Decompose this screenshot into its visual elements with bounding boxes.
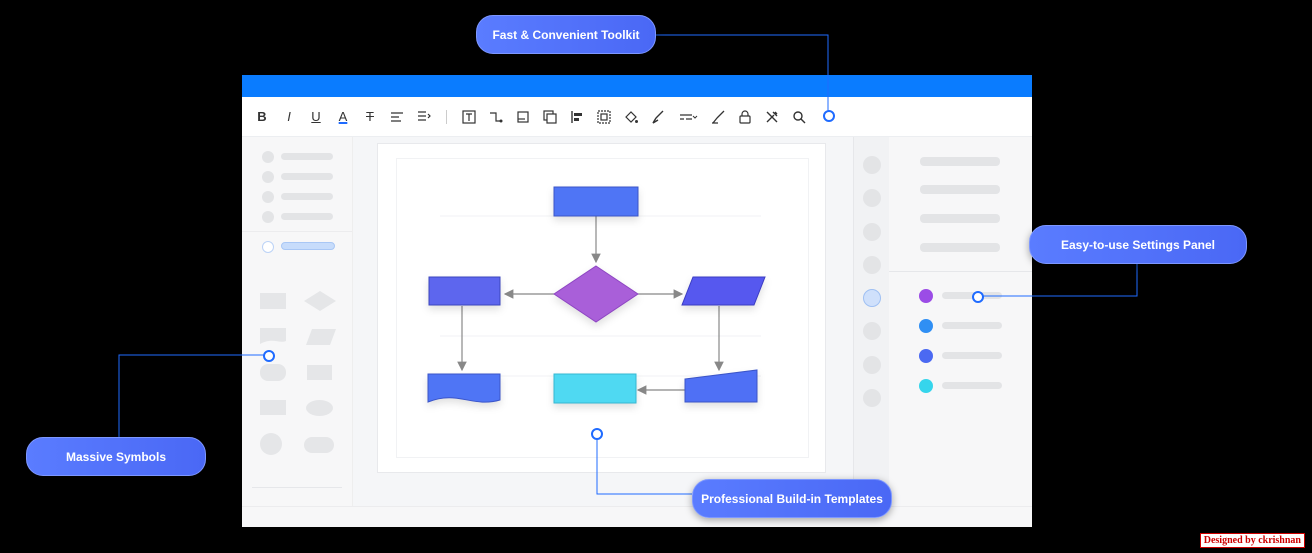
settings-leader-line	[982, 262, 1138, 297]
color-swatch-cyan[interactable]	[919, 379, 933, 393]
align-icon[interactable]	[386, 106, 408, 128]
start-node[interactable]	[553, 186, 639, 217]
settings-tab-icon[interactable]	[863, 356, 881, 374]
box-symbol[interactable]	[260, 400, 286, 415]
flowchart-diagram	[427, 186, 766, 404]
app-window: B I U A T	[242, 75, 1032, 527]
bold-button[interactable]: B	[257, 109, 267, 124]
settings-tab-icon[interactable]	[863, 322, 881, 340]
canvas-page	[396, 158, 809, 458]
text-box-icon[interactable]	[458, 106, 480, 128]
fill-icon[interactable]	[620, 106, 642, 128]
settings-tab-column	[853, 137, 890, 526]
settings-tab-icon[interactable]	[863, 223, 881, 241]
font-color-button[interactable]: A	[338, 109, 348, 124]
ellipse-symbol[interactable]	[306, 400, 333, 416]
sidebar-item-line	[281, 193, 333, 200]
align-left-icon[interactable]	[566, 106, 588, 128]
sidebar-item-selected-line	[281, 242, 335, 250]
lock-icon[interactable]	[734, 106, 756, 128]
toolkit-callout: Fast & Convenient Toolkit	[476, 15, 656, 54]
rounded-rect-symbol[interactable]	[260, 364, 286, 381]
cyan-process-node[interactable]	[553, 373, 637, 404]
toolbar-divider	[446, 109, 447, 124]
settings-tab-icon[interactable]	[863, 156, 881, 174]
setting-row	[920, 214, 1000, 223]
diagram-canvas[interactable]	[377, 143, 826, 473]
sidebar-divider	[242, 231, 352, 232]
io-node-right[interactable]	[681, 276, 766, 306]
tools-icon[interactable]	[761, 106, 783, 128]
underline-button[interactable]: U	[311, 109, 321, 124]
sidebar-item-line	[281, 213, 333, 220]
italic-button[interactable]: I	[287, 109, 291, 124]
settings-tab-icon[interactable]	[863, 389, 881, 407]
symbols-anchor-ring	[263, 350, 275, 362]
sidebar-item-dot[interactable]	[262, 211, 274, 223]
toolkit-anchor-ring	[823, 110, 835, 122]
toolkit-leader-line	[655, 34, 829, 111]
connectors	[457, 216, 724, 395]
symbols-sidebar	[242, 137, 353, 526]
sidebar-item-line	[281, 153, 333, 160]
document-symbol[interactable]	[260, 328, 286, 346]
setting-row	[920, 157, 1000, 166]
settings-tab-icon[interactable]	[863, 189, 881, 207]
color-swatch-indigo[interactable]	[919, 349, 933, 363]
decision-node[interactable]	[553, 265, 639, 323]
templates-leader-line	[596, 438, 692, 495]
settings-anchor-ring	[972, 291, 984, 303]
diamond-symbol[interactable]	[304, 291, 336, 311]
circle-symbol[interactable]	[260, 433, 282, 455]
color-swatch-label	[942, 352, 1002, 359]
toolbar: B I U A T	[242, 97, 1032, 137]
line-spacing-icon[interactable]	[413, 106, 435, 128]
sidebar-item-dot[interactable]	[262, 171, 274, 183]
manual-input-node[interactable]	[684, 369, 758, 403]
group-icon[interactable]	[593, 106, 615, 128]
title-bar	[242, 75, 1032, 97]
setting-row	[920, 185, 1000, 194]
templates-callout: Professional Build-in Templates	[692, 479, 892, 518]
setting-row	[920, 243, 1000, 252]
connector-icon[interactable]	[485, 106, 507, 128]
layer-icon[interactable]	[539, 106, 561, 128]
symbols-leader-line	[118, 354, 265, 437]
color-swatch-purple[interactable]	[919, 289, 933, 303]
search-icon[interactable]	[788, 106, 810, 128]
process-symbol[interactable]	[307, 365, 332, 380]
arrange-icon[interactable]	[512, 106, 534, 128]
terminator-symbol[interactable]	[304, 437, 334, 453]
clear-format-button[interactable]: T	[366, 109, 374, 124]
templates-anchor-ring	[591, 428, 603, 440]
format-painter-icon[interactable]	[707, 106, 729, 128]
process-node-left[interactable]	[428, 276, 501, 306]
document-node[interactable]	[427, 373, 501, 403]
rectangle-symbol[interactable]	[260, 293, 286, 309]
color-swatch-blue[interactable]	[919, 319, 933, 333]
settings-tab-icon[interactable]	[863, 256, 881, 274]
color-swatch-label	[942, 382, 1002, 389]
symbols-callout: Massive Symbols	[26, 437, 206, 476]
designer-credit: Designed by ckrishnan	[1199, 533, 1305, 548]
sidebar-divider	[252, 487, 342, 488]
line-style-icon[interactable]	[674, 106, 702, 128]
sidebar-item-line	[281, 173, 333, 180]
color-swatch-label	[942, 322, 1002, 329]
settings-panel	[889, 137, 1032, 526]
parallelogram-symbol[interactable]	[306, 329, 336, 345]
settings-tab-icon-active[interactable]	[863, 289, 881, 307]
settings-callout: Easy-to-use Settings Panel	[1029, 225, 1247, 264]
sidebar-item-selected-dot[interactable]	[262, 241, 274, 253]
brush-icon[interactable]	[647, 106, 669, 128]
settings-divider	[889, 271, 1032, 272]
sidebar-item-dot[interactable]	[262, 191, 274, 203]
sidebar-item-dot[interactable]	[262, 151, 274, 163]
